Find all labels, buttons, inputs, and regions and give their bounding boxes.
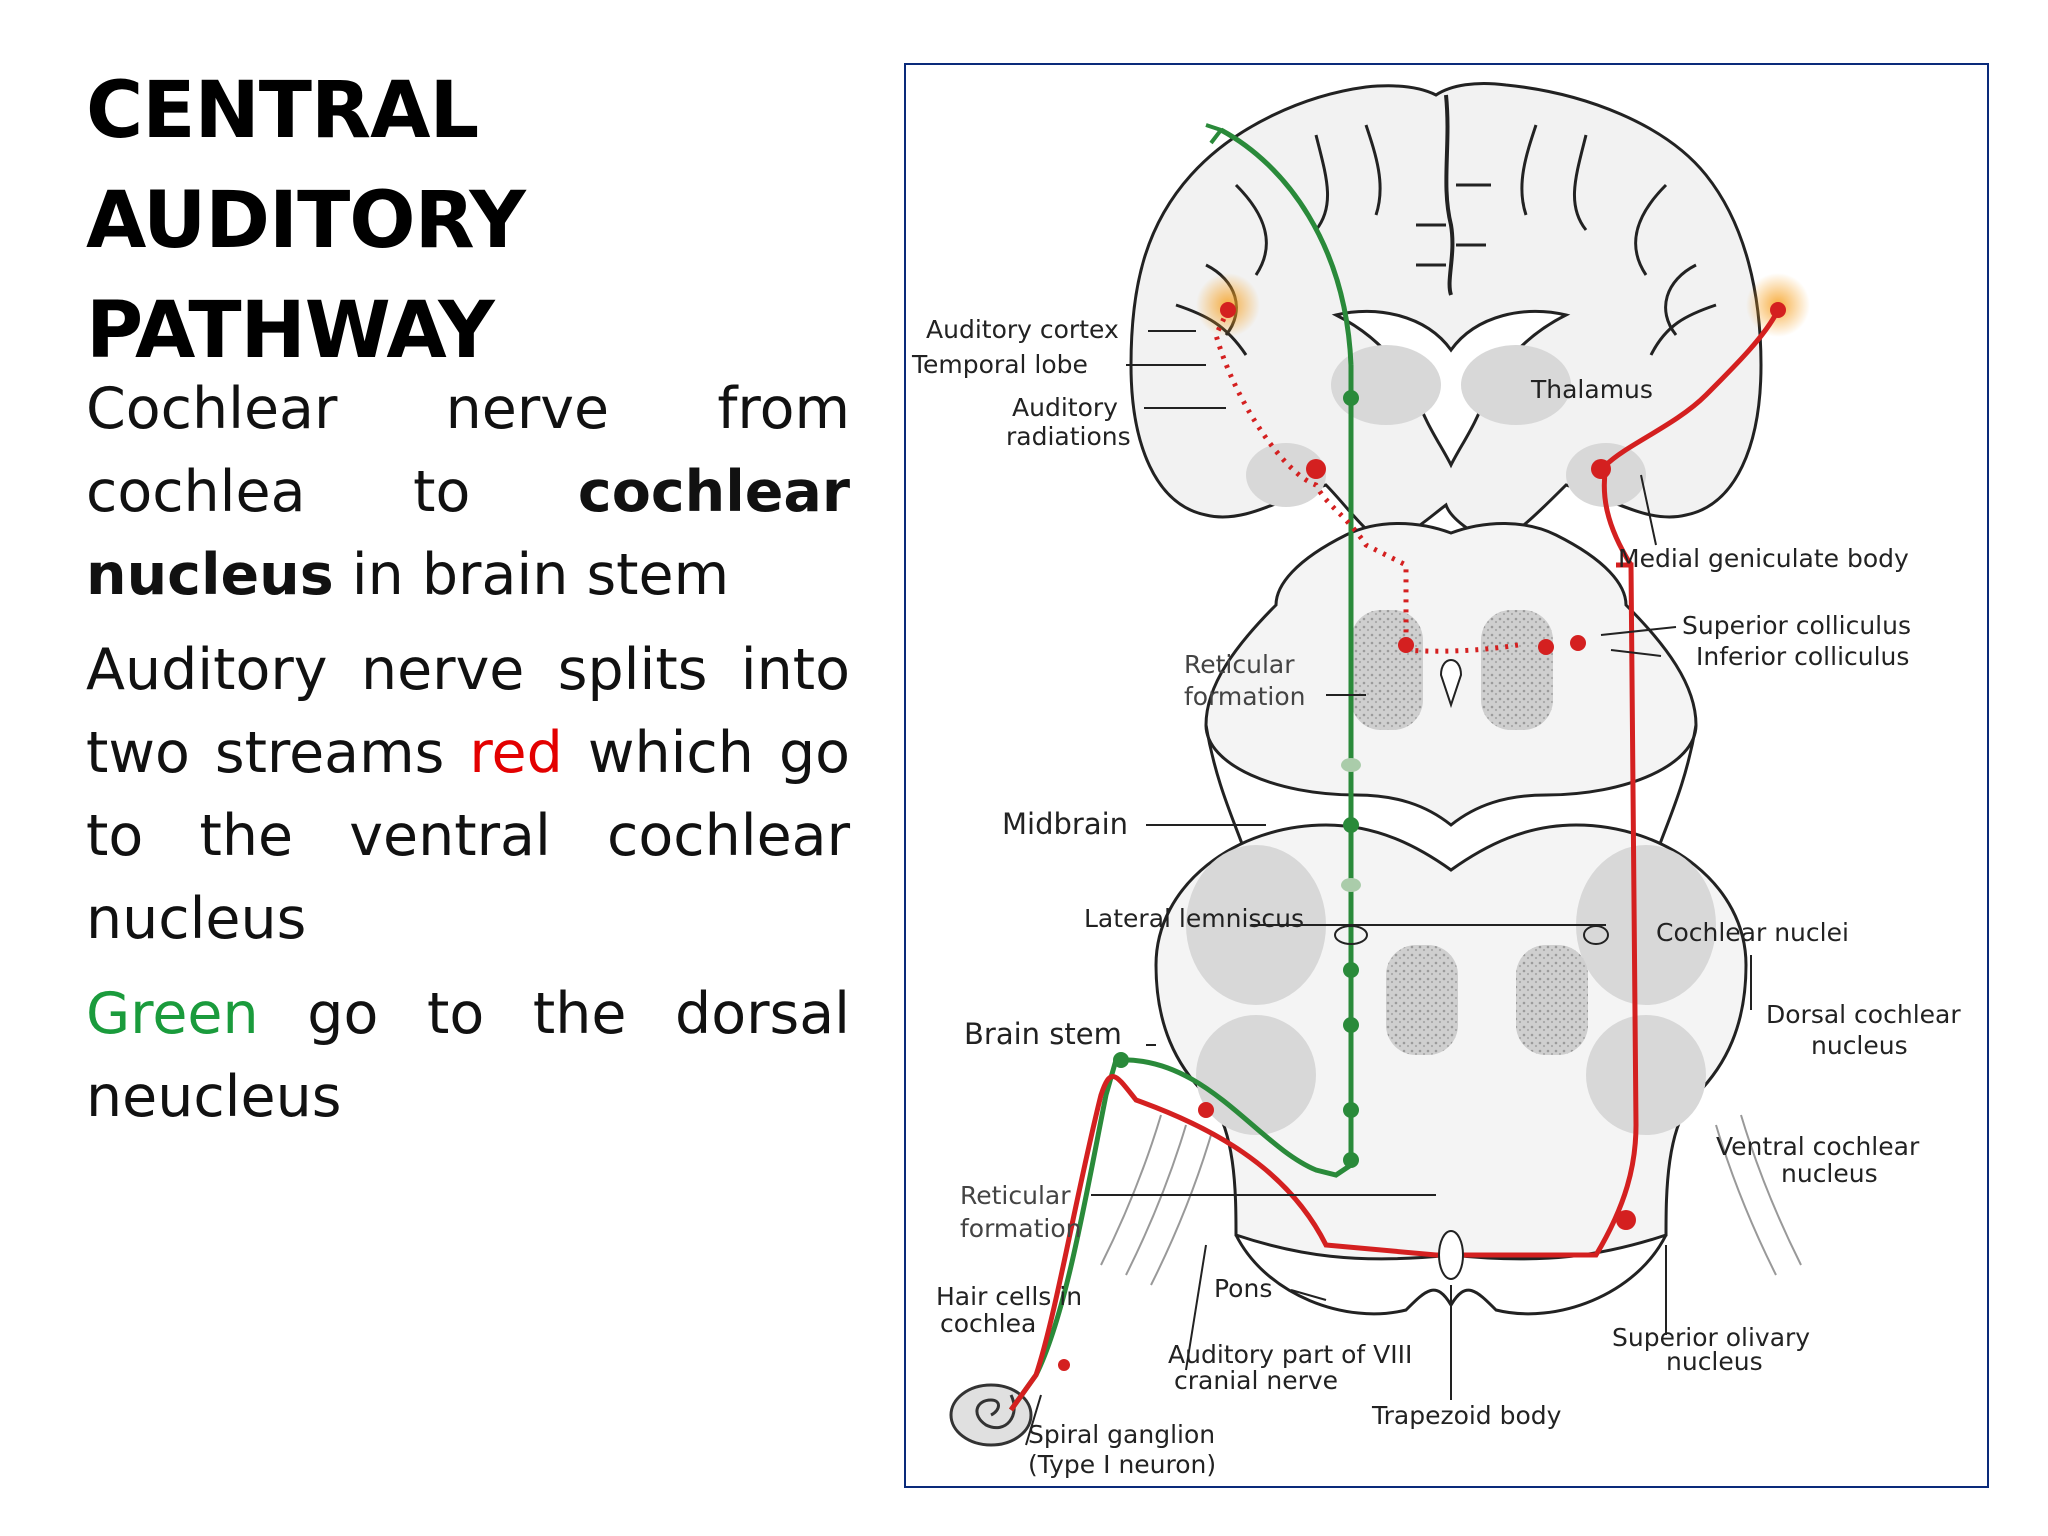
label-auditory-radiations-1: Auditory [1012,393,1118,422]
para2-red-word: red [469,720,563,786]
label-superior-olivary-2: nucleus [1666,1347,1763,1376]
para3-text-b: go to the dorsal neucleus [86,981,850,1130]
label-auditory-part-2: cranial nerve [1174,1366,1338,1395]
diagram-labels: Auditory cortex Temporal lobe Auditory r… [911,315,1961,1479]
label-pons: Pons [1214,1274,1272,1303]
label-inferior-colliculus: Inferior colliculus [1696,642,1909,671]
label-reticular-top-1: Reticular [1184,650,1295,679]
body-text: Cochlear nerve from cochlea to cochlear … [86,368,850,1151]
label-dorsal-cochlear-1: Dorsal cochlear [1766,1000,1961,1029]
label-auditory-radiations-2: radiations [1006,422,1131,451]
green-pathway [1008,123,1368,1412]
label-temporal-lobe: Temporal lobe [911,350,1088,379]
label-brain-stem: Brain stem [964,1017,1122,1051]
para2-text-a: Auditory nerve splits into two streams [86,637,850,786]
label-auditory-part-1: Auditory part of VIII [1168,1340,1412,1369]
title-line-2: PATHWAY [86,286,495,376]
label-thalamus: Thalamus [1530,375,1653,404]
label-reticular-bottom-2: formation [960,1214,1082,1243]
label-medial-geniculate: Medial geniculate body [1618,544,1909,573]
brain-stem [1100,823,1802,1316]
label-cochlear-nuclei: Cochlear nuclei [1656,918,1849,947]
label-reticular-bottom-1: Reticular [960,1181,1071,1210]
cerebrum [1129,81,1810,547]
para1-text-b: in brain stem [333,542,730,608]
label-superior-olivary-1: Superior olivary [1612,1323,1810,1352]
label-ventral-cochlear-1: Ventral cochlear [1716,1132,1920,1161]
label-superior-colliculus: Superior colliculus [1682,611,1911,640]
label-hair-cells-2: cochlea [940,1309,1036,1338]
paragraph-cochlear-nerve: Cochlear nerve from cochlea to cochlear … [86,368,850,617]
auditory-pathway-diagram: Auditory cortex Temporal lobe Auditory r… [904,63,1989,1488]
label-reticular-top-2: formation [1184,682,1306,711]
leader-lines [1025,330,1752,1446]
label-auditory-cortex: Auditory cortex [926,315,1119,344]
label-midbrain: Midbrain [1002,807,1128,841]
title-line-1: CENTRAL AUDITORY [86,66,526,266]
label-lateral-lemniscus: Lateral lemniscus [1084,904,1304,933]
label-dorsal-cochlear-2: nucleus [1811,1031,1908,1060]
slide-title: CENTRAL AUDITORY PATHWAY [86,56,866,386]
para1-text-a: Cochlear nerve from cochlea to [86,376,850,525]
diagram-svg: Auditory cortex Temporal lobe Auditory r… [911,81,1961,1479]
label-trapezoid-body: Trapezoid body [1371,1401,1562,1430]
para3-green-word: Green [86,981,259,1047]
paragraph-green: Green go to the dorsal neucleus [86,973,850,1139]
label-spiral-ganglion-1: Spiral ganglion [1028,1420,1215,1449]
cochlea [949,1383,1033,1447]
para1-bold: cochlear nucleus [86,459,850,608]
para2-text-b: which go to the ventral cochlear nucleus [86,720,850,952]
label-hair-cells-1: Hair cells in [936,1282,1082,1311]
label-ventral-cochlear-2: nucleus [1781,1159,1878,1188]
paragraph-auditory-nerve: Auditory nerve splits into two streams r… [86,629,850,961]
label-spiral-ganglion-2: (Type I neuron) [1028,1450,1216,1479]
red-pathway [1008,302,1786,1412]
